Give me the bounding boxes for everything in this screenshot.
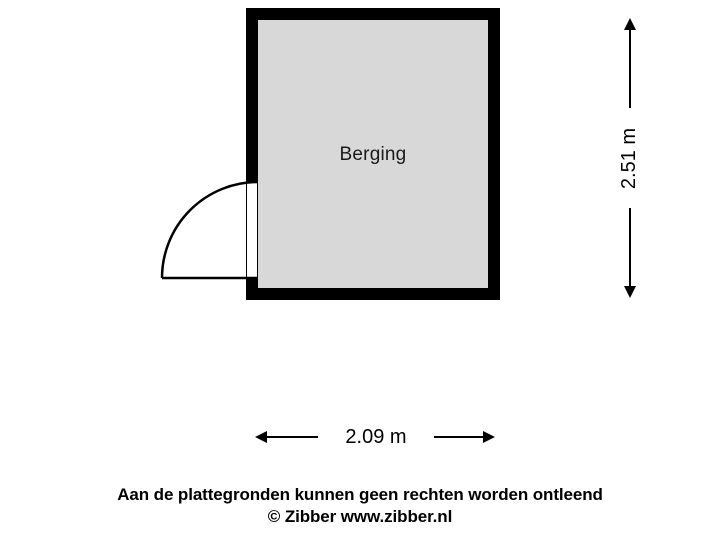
footer-copyright: © Zibber www.zibber.nl [267,507,453,526]
footer-disclaimer: Aan de plattegronden kunnen geen rechten… [117,485,603,504]
dimension-value-horizontal: 2.09 m [318,422,434,452]
footer: Aan de plattegronden kunnen geen rechten… [0,484,720,528]
room-interior-berging [258,20,488,288]
dimension-value-vertical: 2.51 m [612,108,648,208]
door-opening [246,183,258,277]
room-label-berging: Berging [339,144,407,165]
door-swing-arc [160,180,259,280]
dimension-value-vertical-text: 2.51 m [618,127,641,189]
